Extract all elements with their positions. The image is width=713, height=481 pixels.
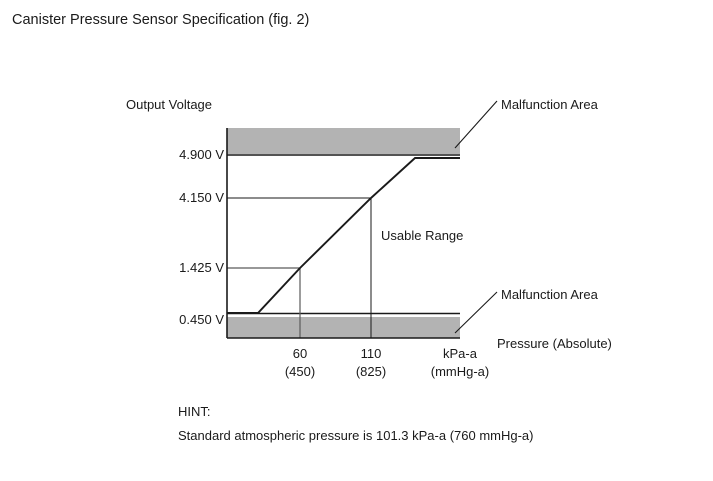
x-axis-unit-primary: kPa-a xyxy=(443,346,477,361)
x-tick-label-60: 60 xyxy=(292,346,308,361)
x-axis-title: Pressure (Absolute) xyxy=(497,336,612,351)
sensor-output-curve xyxy=(227,157,460,314)
x-axis-unit-secondary: (mmHg-a) xyxy=(430,364,490,379)
usable-range-label: Usable Range xyxy=(381,228,464,243)
malfunction-band-upper xyxy=(227,128,460,154)
y-tick-label-4900v: 4.900 V xyxy=(179,147,224,162)
malfunction-area-label-top: Malfunction Area xyxy=(501,97,598,112)
malfunction-band-lower xyxy=(227,317,460,338)
malfunction-area-label-bottom: Malfunction Area xyxy=(501,287,598,302)
hint-body-text: Standard atmospheric pressure is 101.3 k… xyxy=(178,428,534,443)
x-tick-sublabel-450: (450) xyxy=(284,364,316,379)
hint-heading: HINT: xyxy=(178,404,211,419)
page-title: Canister Pressure Sensor Specification (… xyxy=(12,12,310,28)
leader-line-malfunction-top xyxy=(454,100,498,149)
x-tick-label-110: 110 xyxy=(360,346,382,361)
leader-line-malfunction-bottom xyxy=(454,291,498,334)
y-tick-label-0450v: 0.450 V xyxy=(179,312,224,327)
x-tick-sublabel-825: (825) xyxy=(355,364,387,379)
y-tick-label-4150v: 4.150 V xyxy=(179,190,224,205)
y-tick-label-1425v: 1.425 V xyxy=(179,260,224,275)
y-axis-title: Output Voltage xyxy=(126,97,213,112)
